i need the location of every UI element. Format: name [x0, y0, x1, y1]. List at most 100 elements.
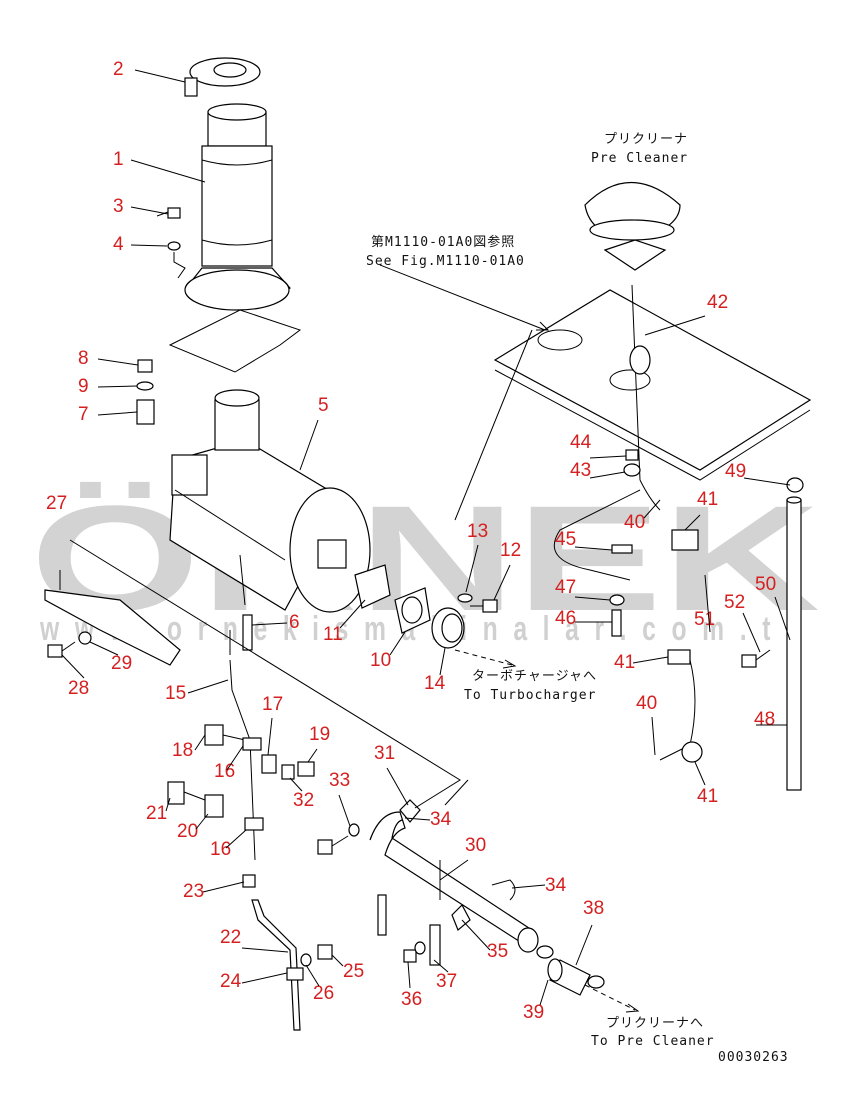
callout-19: 19	[309, 724, 330, 745]
callout-42: 42	[707, 292, 728, 313]
spacer-part-17	[261, 754, 277, 774]
callout-51: 51	[694, 609, 715, 630]
callout-12: 12	[500, 540, 521, 561]
washer-part-26	[300, 953, 312, 967]
flange-part-10	[394, 587, 431, 634]
note-to-pre-jp: プリクリーナへ	[606, 1016, 704, 1031]
callout-41b: 41	[614, 652, 635, 673]
nut-part-19	[297, 761, 315, 777]
callout-7: 7	[78, 404, 89, 425]
note-turbo-en: To Turbocharger	[464, 688, 596, 703]
leader-lines	[61, 69, 791, 1006]
callout-16b: 16	[210, 839, 231, 860]
note-to-pre-en: To Pre Cleaner	[591, 1034, 715, 1049]
note-pre-cleaner-jp: プリクリーナ	[604, 132, 688, 147]
callouts: 2 1 3 4 8 9 7 5 27 13 12 42 44 43 49 41 …	[46, 59, 776, 1023]
bracket-part-27	[44, 570, 181, 666]
tube-part-22	[251, 899, 301, 1031]
washer-part-47	[609, 594, 625, 606]
bolt-part-6	[242, 614, 253, 651]
callout-11: 11	[323, 624, 343, 645]
callout-41c: 41	[697, 786, 718, 807]
callout-29: 29	[111, 653, 132, 674]
callout-14: 14	[424, 673, 446, 694]
washer-part-13	[457, 593, 473, 603]
clamp-part-2	[184, 57, 261, 97]
bolt-part-52	[741, 649, 771, 668]
callout-32: 32	[293, 790, 314, 811]
callout-47: 47	[555, 577, 576, 598]
callout-22: 22	[220, 927, 241, 948]
callout-1: 1	[113, 149, 124, 170]
callout-40a: 40	[624, 512, 645, 533]
note-see-fig-en: See Fig.M1110-01A0	[366, 254, 525, 269]
pre-cleaner-cap	[584, 182, 681, 271]
air-intake-tube-part-1	[184, 103, 291, 311]
bracket-part-37	[414, 924, 441, 966]
callout-34b: 34	[545, 875, 567, 896]
clamp-part-39	[536, 945, 605, 989]
callout-43: 43	[570, 460, 591, 481]
bolt-part-46	[611, 609, 622, 637]
clip-part-23	[242, 874, 256, 888]
nut-part-8	[137, 359, 153, 373]
callout-6: 6	[289, 612, 300, 633]
callout-17: 17	[262, 694, 283, 715]
spacer-part-7	[136, 399, 155, 425]
bolt-part-33	[317, 835, 349, 855]
note-turbo-jp: ターボチャージャへ	[472, 669, 597, 684]
callout-52: 52	[724, 592, 745, 613]
callout-39: 39	[523, 1002, 544, 1023]
callout-10: 10	[370, 650, 391, 671]
bolt-part-28	[47, 641, 76, 658]
callout-21: 21	[146, 803, 167, 824]
callout-27: 27	[46, 493, 67, 514]
callout-35: 35	[487, 941, 508, 962]
callout-49: 49	[725, 461, 746, 482]
bolt-part-21	[167, 781, 206, 805]
callout-31: 31	[374, 743, 395, 764]
callout-8: 8	[78, 348, 89, 369]
washer-part-9	[136, 381, 154, 391]
callout-16a: 16	[214, 761, 235, 782]
callout-40b: 40	[636, 693, 657, 714]
gasket-plate	[168, 309, 302, 373]
callout-30: 30	[465, 835, 486, 856]
callout-37: 37	[436, 971, 457, 992]
callout-2: 2	[113, 59, 124, 80]
plate-part-45	[611, 544, 633, 554]
callout-25: 25	[343, 961, 364, 982]
clamp-part-24	[286, 967, 304, 981]
clamp-part-16	[242, 737, 264, 831]
bracket-part-41	[667, 529, 703, 763]
callout-34a: 34	[430, 809, 452, 830]
callout-4: 4	[113, 234, 124, 255]
gasket-part-11	[354, 564, 391, 609]
callout-41a: 41	[697, 489, 718, 510]
note-see-fig-jp: 第M1110-01A0図参照	[371, 234, 515, 250]
hose-part-38	[547, 958, 591, 996]
rod-part-48	[786, 496, 802, 791]
hood-plate	[493, 289, 812, 481]
bolt-part-12	[470, 599, 498, 613]
callout-18: 18	[172, 740, 193, 761]
spacer-part-20	[204, 794, 224, 818]
callout-3: 3	[113, 196, 124, 217]
callout-50: 50	[755, 574, 776, 595]
rod-part-42	[629, 284, 651, 481]
pipe-part-30	[369, 811, 539, 953]
callout-45: 45	[555, 529, 576, 550]
callout-36: 36	[401, 989, 422, 1010]
callout-28: 28	[68, 678, 89, 699]
air-cleaner-body-part-5	[169, 389, 371, 613]
callout-44: 44	[570, 432, 592, 453]
callout-5: 5	[318, 395, 329, 416]
drawing-code: 00030263	[718, 1050, 789, 1065]
washer-part-4	[167, 241, 186, 279]
nut-part-44	[625, 449, 639, 461]
note-pre-cleaner-en: Pre Cleaner	[591, 151, 688, 166]
bolt-part-25	[317, 944, 333, 960]
callout-13: 13	[467, 521, 488, 542]
washer-part-33b	[348, 823, 360, 837]
